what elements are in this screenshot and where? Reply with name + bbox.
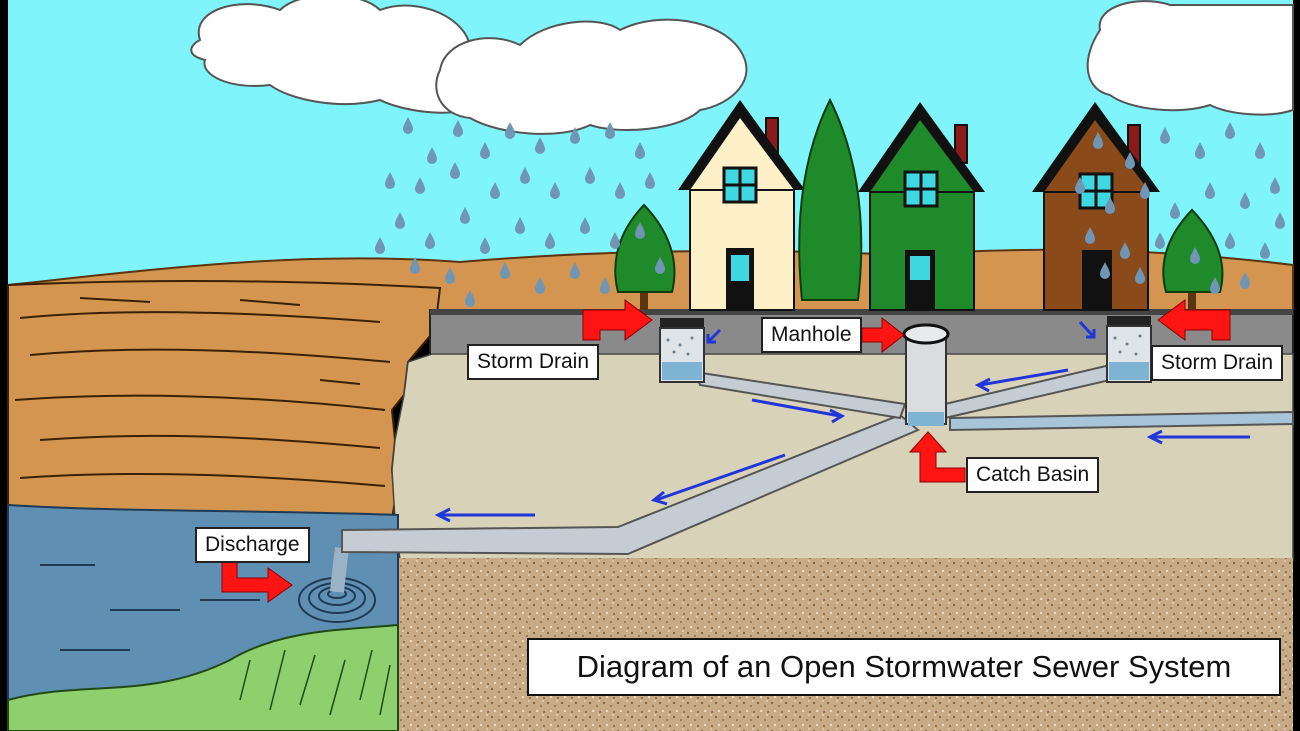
storm-drain-right (1106, 316, 1152, 383)
blue-flow-arrows (434, 320, 1250, 523)
dirt-cliff (7, 279, 442, 521)
label-catch-basin: Catch Basin (966, 457, 1100, 493)
tree-right (1162, 208, 1224, 310)
cloud-center (435, 18, 748, 135)
house-green (858, 102, 985, 311)
label-manhole: Manhole (761, 317, 862, 353)
arrow-manhole (861, 316, 905, 354)
label-storm-drain-right: Storm Drain (1151, 345, 1284, 381)
cloud-right (1086, 0, 1294, 116)
red-arrows (221, 299, 1231, 603)
arrow-discharge (221, 561, 293, 603)
diagram-title: Diagram of an Open Stormwater Sewer Syst… (527, 638, 1281, 696)
tree-tall (798, 97, 863, 301)
arrow-storm-drain-left (582, 299, 653, 341)
arrow-storm-drain-right (1157, 299, 1231, 341)
house-cream (678, 100, 805, 311)
storm-drain-left (659, 318, 705, 383)
pipe-network (341, 363, 1294, 556)
label-storm-drain-left: Storm Drain (467, 344, 600, 380)
label-discharge: Discharge (195, 527, 310, 563)
arrow-catch-basin (908, 431, 966, 483)
dirt-strata (14, 297, 391, 487)
manhole-shaft (902, 323, 950, 426)
